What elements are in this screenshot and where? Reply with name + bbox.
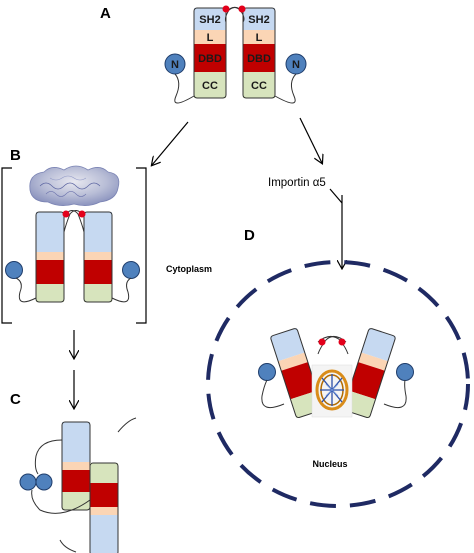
phospho-tyrosine-icon: [338, 338, 346, 346]
sh2-label: SH2: [248, 14, 269, 26]
monomer-right-b: [83, 211, 113, 303]
stat-antiparallel-dimer-c: [19, 417, 137, 553]
n-linker: [174, 73, 195, 104]
linker-label: L: [207, 32, 214, 44]
arrow-a-to-importin: [299, 117, 322, 163]
coiled-coil-domain: [194, 72, 226, 98]
stat-dimer-on-dna-d: [258, 327, 414, 419]
right-bracket: [136, 167, 147, 324]
monomer-upper-c: [61, 421, 91, 511]
cc-label: CC: [251, 80, 267, 92]
n-terminal-domain-icon: [396, 363, 414, 381]
left-bracket: [1, 167, 12, 324]
n-terminal-domain-icon: [122, 261, 140, 279]
dna-binding-domain: [194, 44, 226, 72]
cytoplasm-label: Cytoplasm: [166, 264, 212, 274]
dbd-label: DBD: [198, 53, 222, 65]
nuclear-membrane: [206, 260, 470, 508]
n-terminal-domain-icon: [258, 363, 276, 381]
phospho-tyrosine-icon: [318, 338, 326, 346]
monomer-left-a: SH2 L DBD CC: [193, 7, 227, 99]
arrow-importin-connector: [329, 188, 343, 204]
dbd-label: DBD: [247, 53, 271, 65]
panel-label-c: C: [10, 391, 21, 408]
panel-label-a: A: [100, 5, 111, 22]
n-linker: [274, 73, 297, 104]
dna-binding-domain: [243, 44, 275, 72]
phospho-tyrosine-icon: [78, 210, 86, 218]
n-terminal-label: N: [292, 59, 300, 71]
monomer-lower-c: [89, 462, 119, 553]
receptor-surface-icon: [29, 165, 120, 206]
stat-dimer-a: SH2 L DBD CC SH2 L DBD CC N N: [164, 5, 307, 104]
phospho-tyrosine-icon: [62, 210, 70, 218]
phospho-tyrosine-icon: [238, 5, 246, 13]
nucleus-label: Nucleus: [312, 459, 347, 469]
n-terminal-domain-icon: [19, 473, 37, 491]
coiled-coil-domain: [243, 72, 275, 98]
linker-domain: [194, 30, 226, 44]
cc-label: CC: [202, 80, 218, 92]
phospho-tyrosine-icon: [222, 5, 230, 13]
monomer-left-b: [35, 211, 65, 303]
arrow-a-to-b: [152, 121, 189, 165]
sh2-label: SH2: [199, 14, 220, 26]
linker-label: L: [256, 32, 263, 44]
monomer-right-a: SH2 L DBD CC: [242, 7, 276, 99]
sh2-domain: [194, 8, 226, 30]
dna-helix-icon: [311, 364, 353, 418]
n-terminal-label: N: [171, 59, 179, 71]
n-terminal-domain-icon: [5, 261, 23, 279]
panel-label-b: B: [10, 147, 21, 164]
importin-label: Importin α5: [268, 177, 326, 189]
sh2-domain: [243, 8, 275, 30]
linker-domain: [243, 30, 275, 44]
n-terminal-domain-icon: [35, 473, 53, 491]
panel-label-d: D: [244, 227, 255, 244]
stat-dimer-b: [5, 210, 140, 303]
